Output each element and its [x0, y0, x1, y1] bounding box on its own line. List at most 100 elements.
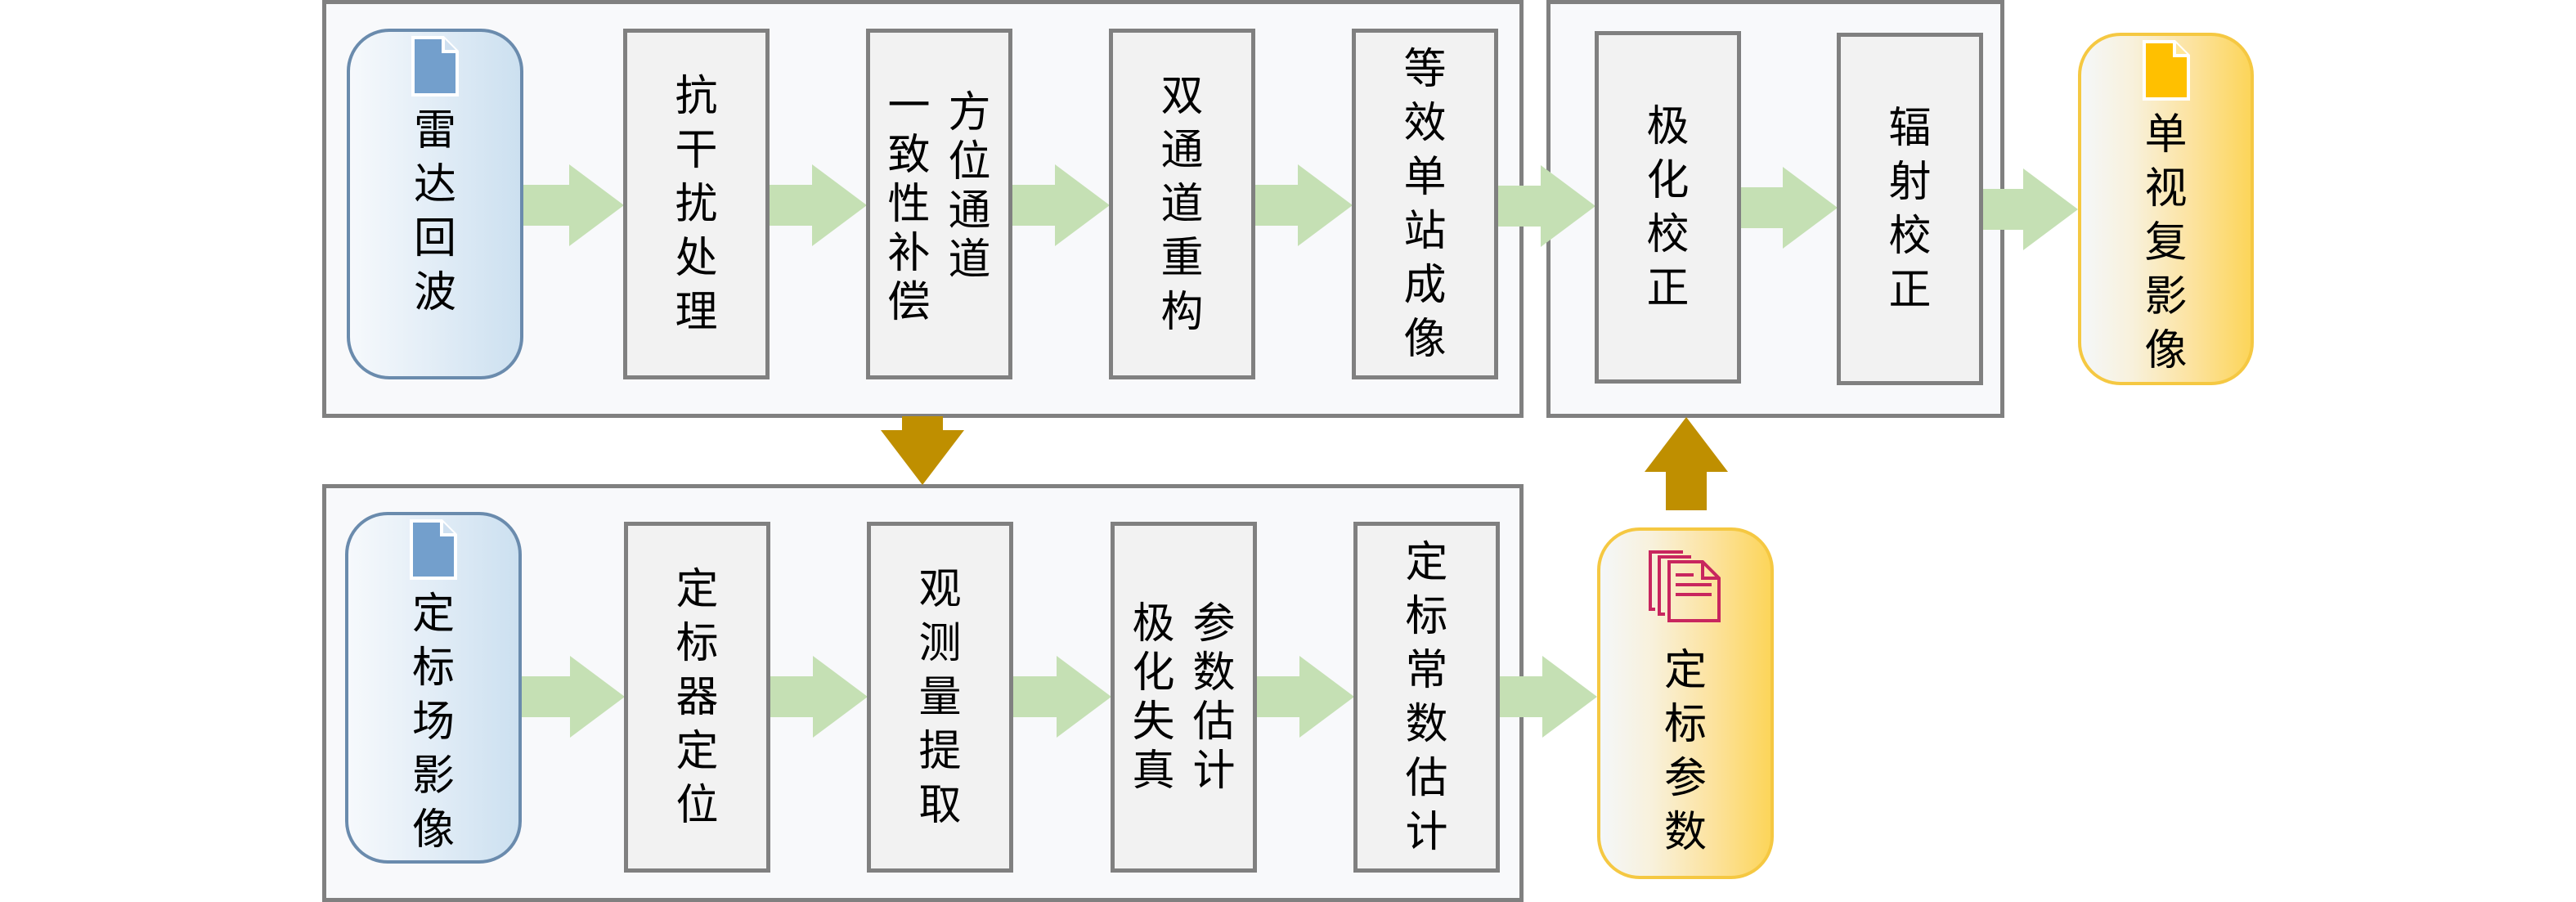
- step-label: 定标器定位: [673, 563, 722, 832]
- label-char: 致: [887, 130, 931, 180]
- label-char: 位: [675, 780, 719, 830]
- label-char: 构: [1160, 287, 1204, 337]
- label-char: 道: [1160, 179, 1204, 229]
- label-char: 定: [675, 726, 719, 776]
- label-char: 单: [1403, 152, 1447, 202]
- step-observation-extraction: 观测量提取: [867, 522, 1013, 873]
- label-char: 估: [1405, 753, 1448, 803]
- step-label: 双通道重构: [1158, 70, 1207, 339]
- step-calibrator-location: 定标器定位: [624, 522, 770, 873]
- step-anti-interference: 抗干扰处理: [623, 29, 770, 379]
- label-char: 单: [2144, 110, 2188, 159]
- label-char: 取: [918, 780, 962, 830]
- label-char: 抗: [675, 71, 718, 121]
- label-char: 参: [1192, 599, 1236, 648]
- label-char: 计: [1405, 807, 1448, 857]
- label-char: 达: [413, 160, 456, 209]
- label-char: 像: [411, 806, 455, 855]
- calibration-field-image-input: 定标场影像: [345, 512, 522, 864]
- flow-arrow: [523, 164, 624, 246]
- label-char: 校: [1888, 211, 1932, 261]
- label-char: 测: [918, 618, 962, 668]
- flow-arrow: [1256, 656, 1354, 738]
- step-azimuth-channel-compensation: 一致性补偿方位通道: [866, 29, 1012, 379]
- step-equivalent-monostatic-imaging: 等效单站成像: [1352, 29, 1498, 379]
- radar-echo-label: 雷达回波: [411, 104, 460, 320]
- label-char: 数: [1663, 808, 1707, 857]
- label-char: 双: [1160, 71, 1204, 121]
- slc-image-output: 单视复影像: [2078, 33, 2254, 385]
- label-char: 效: [1403, 98, 1447, 148]
- label-char: 波: [413, 268, 456, 317]
- label-char: 参: [1663, 754, 1707, 803]
- label-char: 校: [1646, 209, 1690, 259]
- label-char: 位: [948, 137, 991, 186]
- label-char: 通: [948, 186, 991, 236]
- label-char: 常: [1405, 645, 1448, 695]
- label-char: 标: [675, 618, 719, 668]
- step-label: 观测量提取: [916, 563, 965, 832]
- document-icon: [410, 519, 457, 580]
- label-char: 通: [1160, 125, 1204, 175]
- step-label: 辐射校正: [1886, 101, 1935, 317]
- label-char: 干: [675, 125, 718, 175]
- label-char: 补: [887, 228, 931, 278]
- step-label: 极化失真参数估计: [1131, 599, 1237, 796]
- label-column: 极化失真: [1131, 599, 1177, 796]
- label-char: 方: [948, 88, 991, 137]
- label-char: 成: [1403, 260, 1447, 310]
- calibration-params: 定标参数: [1597, 527, 1774, 879]
- label-char: 像: [1403, 314, 1447, 364]
- label-char: 器: [675, 672, 719, 722]
- label-char: 等: [1403, 44, 1447, 94]
- flow-arrow: [769, 164, 867, 246]
- flow-arrow: [1012, 164, 1110, 246]
- step-radiometric-correction: 辐射校正: [1837, 33, 1983, 385]
- label-char: 量: [918, 672, 962, 722]
- label-char: 标: [411, 644, 455, 693]
- slc-image-label: 单视复影像: [2142, 108, 2191, 378]
- step-label: 等效单站成像: [1401, 43, 1450, 366]
- label-char: 极: [1132, 599, 1175, 648]
- label-char: 定: [1405, 537, 1448, 587]
- label-char: 偿: [887, 277, 931, 327]
- label-char: 理: [675, 287, 718, 337]
- label-char: 一: [887, 81, 931, 131]
- step-polarization-correction: 极化校正: [1595, 31, 1741, 384]
- flow-arrow: [1497, 165, 1595, 247]
- step-label: 极化校正: [1644, 100, 1693, 316]
- step-polarization-distortion-estimation: 极化失真参数估计: [1111, 522, 1257, 873]
- label-char: 定: [1663, 646, 1707, 695]
- flow-arrow: [1500, 656, 1597, 738]
- label-char: 回: [413, 214, 456, 263]
- label-char: 计: [1192, 746, 1236, 796]
- label-column: 参数估计: [1192, 599, 1237, 796]
- flow-arrow: [1013, 656, 1111, 738]
- label-char: 化: [1132, 648, 1175, 698]
- label-char: 定: [411, 590, 455, 639]
- label-char: 观: [918, 564, 962, 614]
- label-char: 场: [411, 698, 455, 747]
- step-label: 一致性补偿方位通道: [886, 82, 993, 327]
- multi-document-icon: [1649, 550, 1721, 622]
- feed-arrow-down: [881, 416, 964, 485]
- flow-arrow: [522, 656, 625, 738]
- step-label: 抗干扰处理: [672, 70, 721, 339]
- label-column: 方位通道: [947, 88, 993, 285]
- step-label: 定标常数估计: [1402, 536, 1452, 859]
- label-char: 标: [1405, 591, 1448, 641]
- label-char: 极: [1646, 101, 1690, 151]
- label-char: 真: [1132, 746, 1175, 796]
- radar-echo-input: 雷达回波: [347, 29, 523, 379]
- label-char: 数: [1192, 648, 1236, 698]
- label-char: 化: [1646, 155, 1690, 205]
- label-char: 失: [1132, 697, 1175, 747]
- label-char: 雷: [413, 106, 456, 155]
- feed-arrow-up: [1645, 417, 1728, 510]
- label-char: 扰: [675, 179, 718, 229]
- label-char: 提: [918, 726, 962, 776]
- label-char: 道: [948, 235, 991, 285]
- label-char: 像: [2144, 326, 2188, 375]
- label-char: 重: [1160, 233, 1204, 283]
